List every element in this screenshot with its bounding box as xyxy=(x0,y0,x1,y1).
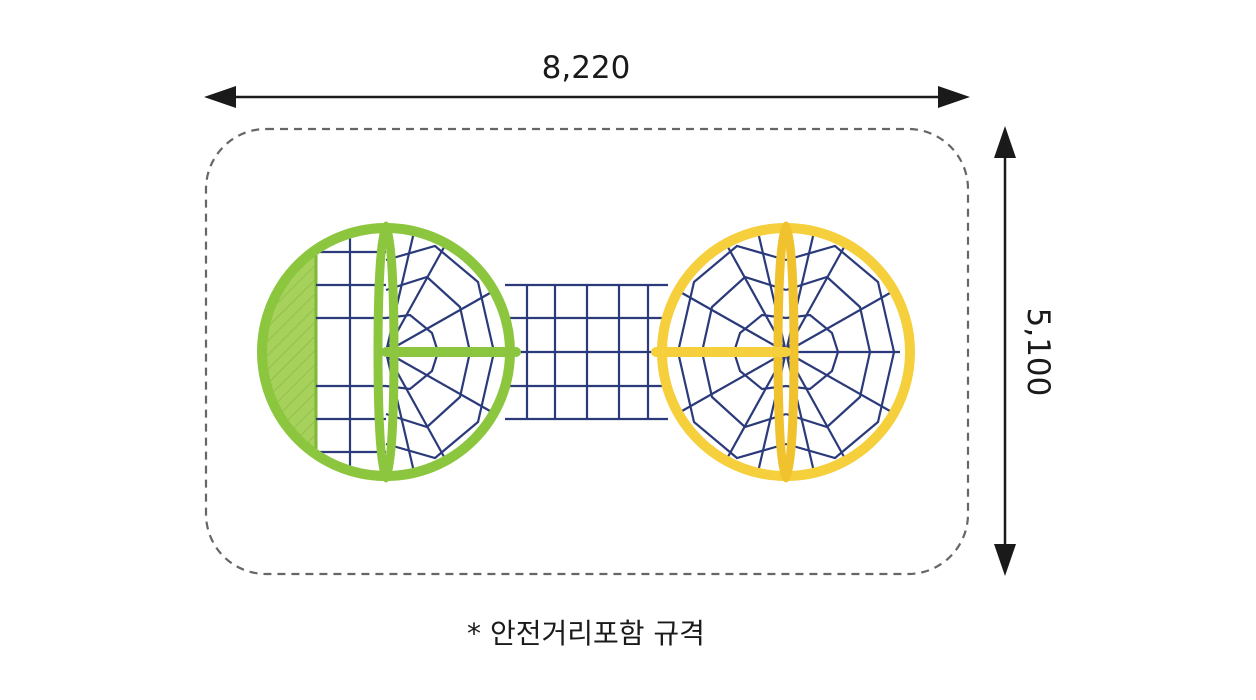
yellow-dome xyxy=(651,221,915,483)
height-label: 5,100 xyxy=(1020,308,1056,397)
width-label: 8,220 xyxy=(542,50,631,86)
width-arrowhead-right xyxy=(938,86,970,108)
height-arrowhead-top xyxy=(994,126,1016,158)
safety-distance-note: * 안전거리포함 규격 xyxy=(467,617,705,650)
width-arrowhead-left xyxy=(204,86,236,108)
height-arrowhead-bottom xyxy=(994,544,1016,576)
width-dimension: 8,220 xyxy=(204,50,970,108)
height-dimension: 5,100 xyxy=(994,126,1056,576)
connecting-net xyxy=(505,283,668,421)
green-dome xyxy=(257,221,521,483)
safety-boundary xyxy=(204,127,970,576)
green-grid-net xyxy=(316,230,386,475)
